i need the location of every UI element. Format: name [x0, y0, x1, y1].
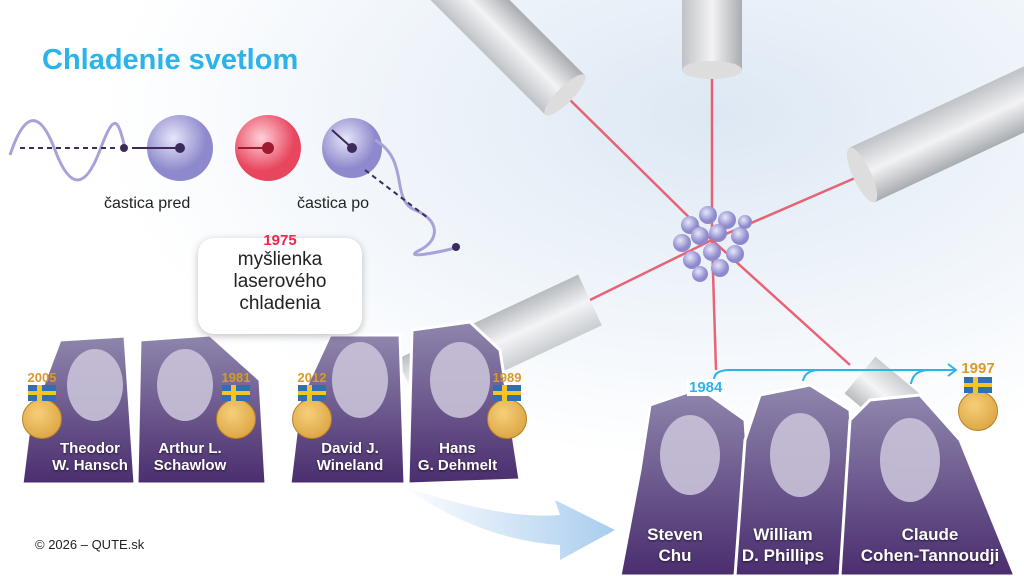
swedish-flag-icon: [222, 385, 250, 401]
medal-icon: [958, 391, 998, 431]
bubble-line-3: chladenia: [239, 293, 321, 314]
page-title: Chladenie svetlom: [42, 44, 299, 76]
swedish-flag-icon: [28, 385, 56, 401]
medal-icon: [216, 399, 256, 439]
label-particle-after: častica po: [297, 195, 370, 212]
transition-arrow: [400, 485, 615, 560]
swedish-flag-icon: [298, 385, 326, 401]
swedish-flag-icon: [964, 377, 992, 393]
timeline-start-year: 1984: [687, 379, 725, 396]
laureate-name: Arthur L.Schawlow: [153, 440, 227, 474]
thought-bubble: 1975 myšlienka laserového chladenia: [198, 232, 362, 334]
laser-emitters: [396, 0, 1024, 432]
bubble-line-2: laserového: [233, 271, 327, 292]
copyright: © 2026 – QUTE.sk: [35, 537, 145, 552]
bubble-year: 1975: [263, 232, 297, 249]
nobel-medal: 2005: [22, 370, 62, 439]
photon-wave-in: [8, 119, 127, 182]
medal-icon: [487, 399, 527, 439]
nobel-medal: 1997: [958, 360, 998, 431]
medal-icon: [22, 399, 62, 439]
swedish-flag-icon: [493, 385, 521, 401]
medal-icon: [292, 399, 332, 439]
bubble-line-1: myšlienka: [237, 249, 323, 270]
atom-cluster: [673, 206, 752, 282]
nobel-medal: 1981: [216, 370, 256, 439]
label-particle-before: častica pred: [104, 195, 191, 212]
nobel-medal: 2012: [292, 370, 332, 439]
nobel-medal: 1989: [487, 370, 527, 439]
laureate-name: David J.Wineland: [316, 440, 384, 474]
timeline-arrow: [713, 363, 958, 385]
